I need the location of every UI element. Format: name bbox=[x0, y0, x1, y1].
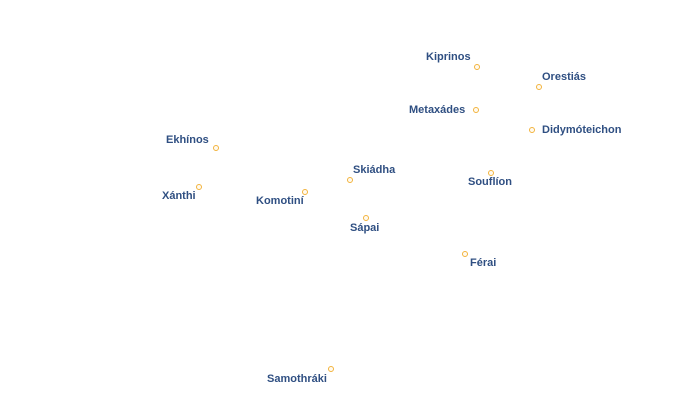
place-label-metaxades: Metaxádes bbox=[409, 104, 466, 116]
place-marker-sapai[interactable] bbox=[363, 215, 369, 221]
place-marker-metaxades[interactable] bbox=[473, 107, 479, 113]
place-label-kiprinos: Kiprinos bbox=[426, 51, 471, 63]
place-label-ekhinos: Ekhínos bbox=[166, 134, 209, 146]
place-label-samothraki: Samothráki bbox=[267, 373, 327, 385]
place-label-xanthi: Xánthi bbox=[162, 190, 196, 202]
place-marker-orestias[interactable] bbox=[536, 84, 542, 90]
place-label-sapai: Sápai bbox=[350, 222, 380, 234]
place-marker-xanthi[interactable] bbox=[196, 184, 202, 190]
place-label-souflion: Souflíon bbox=[468, 176, 512, 188]
place-label-orestias: Orestiás bbox=[542, 71, 587, 83]
place-label-didymoteichon: Didymóteichon bbox=[542, 124, 622, 136]
place-marker-ekhinos[interactable] bbox=[213, 145, 219, 151]
place-marker-samothraki[interactable] bbox=[328, 366, 334, 372]
place-marker-skiadha[interactable] bbox=[347, 177, 353, 183]
place-marker-komotini[interactable] bbox=[302, 189, 308, 195]
place-label-skiadha: Skiádha bbox=[353, 164, 396, 176]
place-marker-didymoteichon[interactable] bbox=[529, 127, 535, 133]
place-marker-ferai[interactable] bbox=[462, 251, 468, 257]
place-marker-kiprinos[interactable] bbox=[474, 64, 480, 70]
place-label-ferai: Férai bbox=[470, 257, 497, 269]
place-marker-souflion[interactable] bbox=[488, 170, 494, 176]
place-label-komotini: Komotiní bbox=[256, 195, 304, 207]
